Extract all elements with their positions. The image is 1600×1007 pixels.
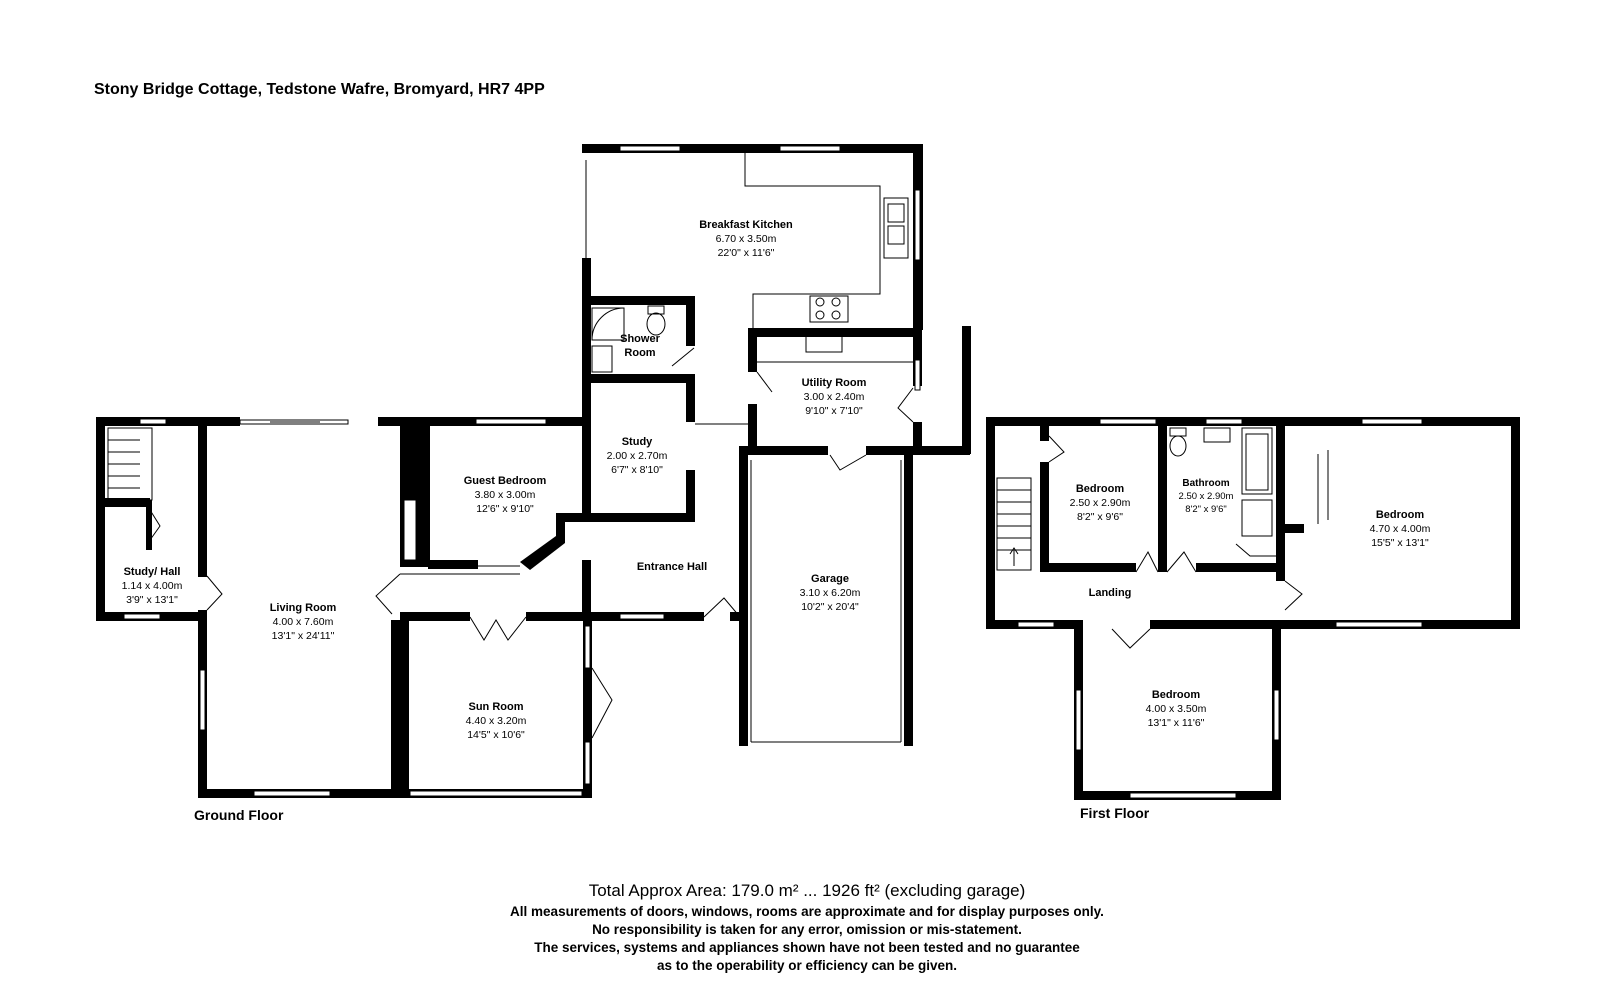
room-metric: 2.50 x 2.90m <box>1070 497 1131 509</box>
wall-kitchen <box>582 144 923 418</box>
room-imperial: 12'6" x 9'10" <box>476 503 534 515</box>
room-metric: 4.70 x 4.00m <box>1370 523 1431 535</box>
room-imperial: 9'10" x 7'10" <box>805 405 863 417</box>
wall-first-floor <box>986 417 1520 800</box>
wall-entrance-hall <box>520 513 748 621</box>
room-metric: 6.70 x 3.50m <box>716 233 777 245</box>
first-floor-labels: Bedroom 2.50 x 2.90m 8'2" x 9'6" Bathroo… <box>1070 478 1431 821</box>
fixtures-first-floor <box>996 427 1329 649</box>
ground-floor-plan: Breakfast Kitchen 6.70 x 3.50m 22'0" x 1… <box>96 144 971 823</box>
room-metric: 4.40 x 3.20m <box>466 715 527 727</box>
room-imperial: 14'5" x 10'6" <box>467 729 525 741</box>
disclaimer-line: All measurements of doors, windows, room… <box>510 904 1104 919</box>
room-name: Landing <box>1089 587 1132 599</box>
disclaimer-line: No responsibility is taken for any error… <box>592 922 1022 937</box>
room-imperial: 22'0" x 11'6" <box>718 247 775 259</box>
room-metric: 3.00 x 2.40m <box>804 391 865 403</box>
room-metric: 3.10 x 6.20m <box>800 587 861 599</box>
disclaimer-line: The services, systems and appliances sho… <box>534 940 1080 955</box>
room-name: Shower <box>620 333 660 345</box>
room-name: Room <box>624 347 655 359</box>
disclaimer-line: as to the operability or efficiency can … <box>657 958 957 973</box>
room-name: Bedroom <box>1376 509 1425 521</box>
room-name: Bedroom <box>1076 483 1125 495</box>
wall-utility-room <box>748 326 971 471</box>
room-name: Breakfast Kitchen <box>699 219 793 231</box>
footer: Total Approx Area: 179.0 m² ... 1926 ft²… <box>510 881 1104 973</box>
room-metric: 2.50 x 2.90m <box>1179 491 1234 502</box>
room-imperial: 6'7" x 8'10" <box>611 464 663 476</box>
room-name: Garage <box>811 573 849 585</box>
room-imperial: 13'1" x 24'11" <box>272 630 335 642</box>
floor-label-first: First Floor <box>1080 805 1150 821</box>
wall-garage <box>739 446 913 746</box>
room-imperial: 13'1" x 11'6" <box>1148 717 1205 729</box>
room-imperial: 3'9" x 13'1" <box>126 594 178 606</box>
wall-sun-room <box>400 612 613 798</box>
room-name: Sun Room <box>469 701 524 713</box>
room-name: Guest Bedroom <box>464 475 547 487</box>
total-area: Total Approx Area: 179.0 m² ... 1926 ft²… <box>589 881 1026 900</box>
first-floor-plan: Bedroom 2.50 x 2.90m 8'2" x 9'6" Bathroo… <box>986 417 1520 821</box>
room-metric: 1.14 x 4.00m <box>122 580 183 592</box>
wall-study <box>582 374 750 522</box>
wall-living-room <box>96 417 520 798</box>
wall-study-hall <box>96 417 223 621</box>
room-metric: 3.80 x 3.00m <box>475 489 536 501</box>
room-imperial: 8'2" x 9'6" <box>1077 511 1123 523</box>
room-metric: 4.00 x 7.60m <box>273 616 334 628</box>
wall-shower-room <box>582 296 695 383</box>
room-name: Study/ Hall <box>124 566 181 578</box>
room-name: Entrance Hall <box>637 561 707 573</box>
room-name: Living Room <box>270 602 337 614</box>
room-imperial: 15'5" x 13'1" <box>1371 537 1429 549</box>
room-name: Bedroom <box>1152 689 1201 701</box>
room-metric: 4.00 x 3.50m <box>1146 703 1207 715</box>
ground-floor-labels: Breakfast Kitchen 6.70 x 3.50m 22'0" x 1… <box>122 219 867 823</box>
room-name: Bathroom <box>1182 478 1229 489</box>
room-imperial: 8'2" x 9'6" <box>1185 504 1227 515</box>
property-title: Stony Bridge Cottage, Tedstone Wafre, Br… <box>94 81 545 98</box>
wall-guest-bedroom <box>378 417 582 569</box>
room-name: Study <box>622 436 653 448</box>
room-imperial: 10'2" x 20'4" <box>801 601 859 613</box>
room-metric: 2.00 x 2.70m <box>607 450 668 462</box>
floor-label-ground: Ground Floor <box>194 807 284 823</box>
room-name: Utility Room <box>802 377 867 389</box>
